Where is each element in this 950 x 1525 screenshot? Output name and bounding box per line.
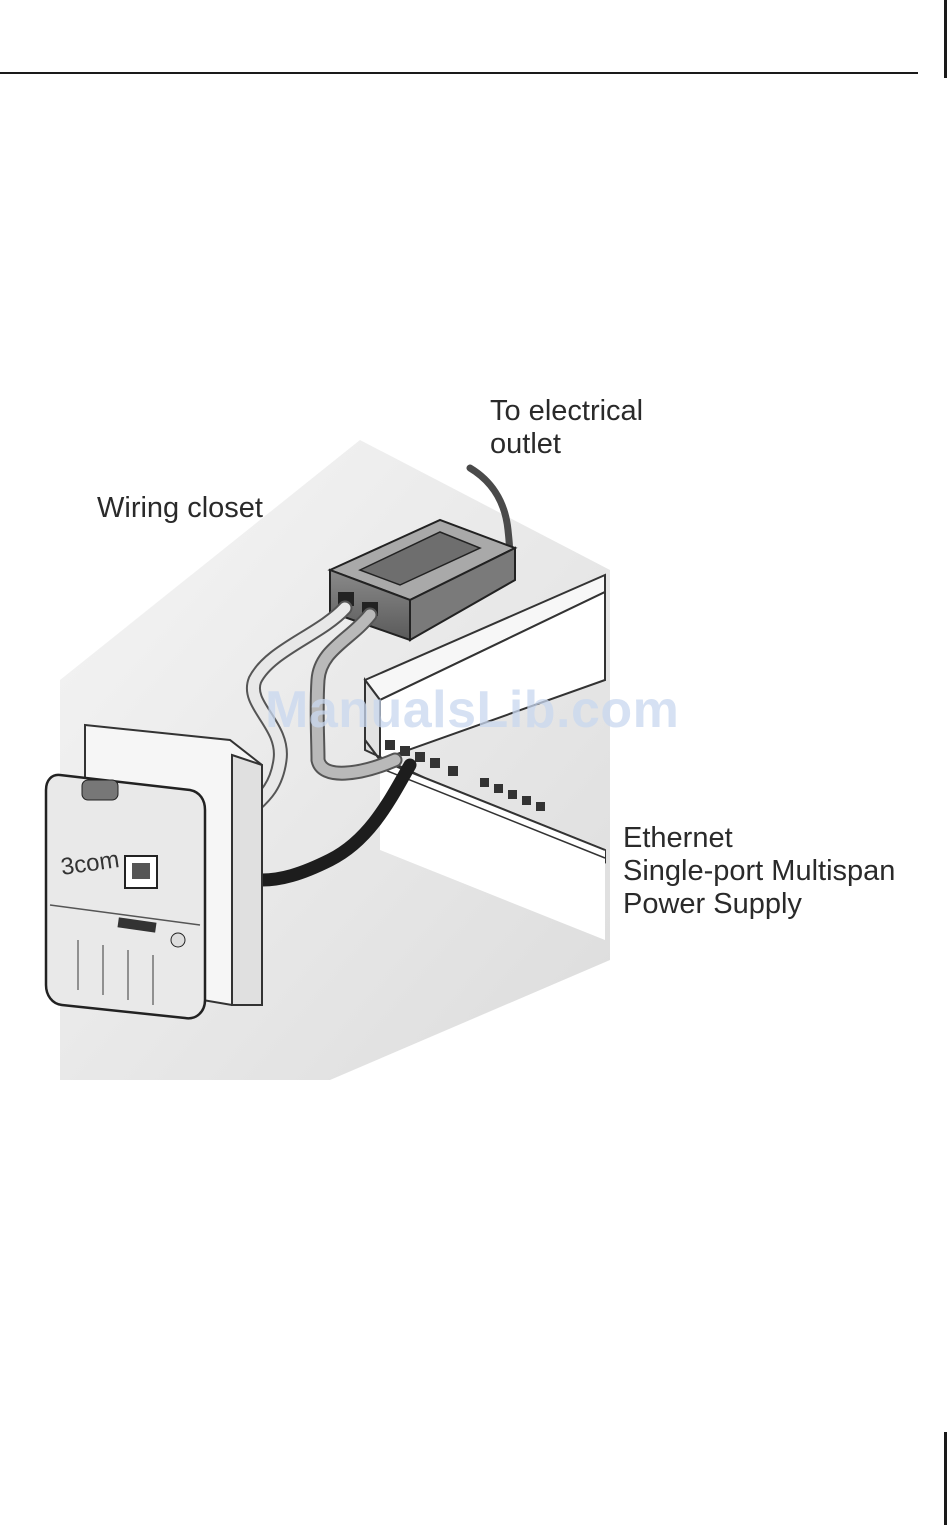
outlet-label-line1: To electrical [490,395,643,428]
margin-bar-top [944,0,947,78]
watermark: ManualsLib.com [265,680,679,740]
wiring-closet-label: Wiring closet [97,492,263,525]
access-point-device [46,775,205,1018]
installation-illustration: 3com [0,380,950,1100]
margin-bar-bottom [944,1432,947,1525]
power-supply-label-line3: Power Supply [623,888,895,921]
header-rule [0,72,918,74]
power-supply-label-line1: Ethernet [623,822,895,855]
outlet-label-line2: outlet [490,428,643,461]
power-supply-label-line2: Single-port Multispan [623,855,895,888]
